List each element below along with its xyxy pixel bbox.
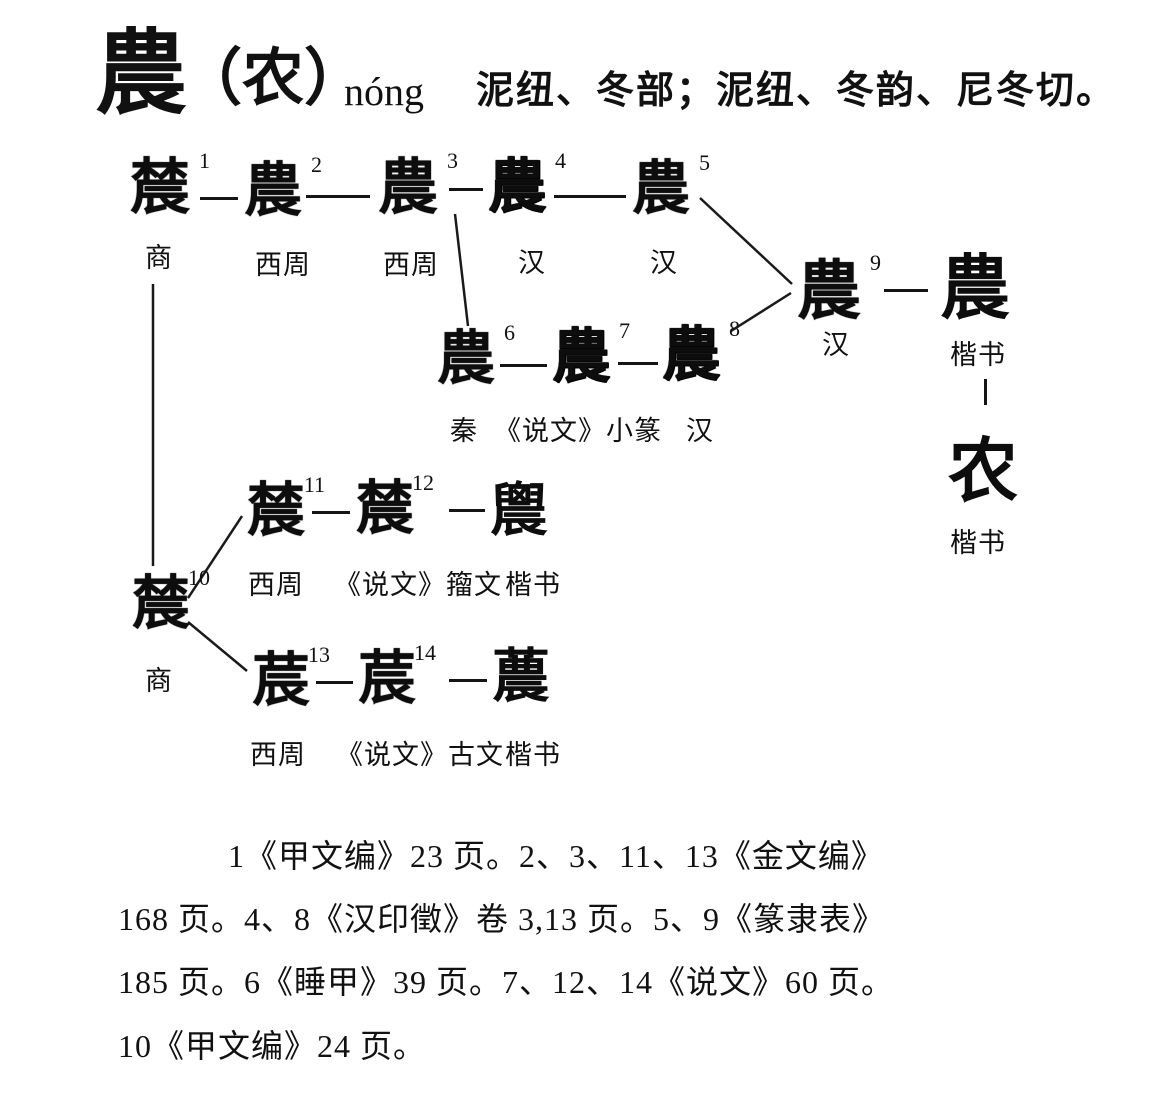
glyph-node-5: 農 5 (632, 152, 710, 221)
headword-character: 農 (95, 23, 188, 125)
connector-10-to-13 (187, 621, 248, 672)
connector-dash-vertical (984, 379, 987, 405)
glyph-node-7: 農 7 (552, 320, 630, 389)
glyph-node-1: 辳 1 (130, 150, 210, 221)
connector-dash (618, 362, 658, 365)
glyph-number: 6 (504, 320, 516, 345)
connector-5-to-9 (699, 197, 793, 285)
glyph-number: 2 (311, 152, 323, 177)
ancient-glyph: 莀 (252, 648, 311, 713)
ancient-glyph: 農 (552, 324, 611, 389)
glyph-node-4: 農 4 (488, 150, 566, 219)
headword-simplified-paren: （农） (180, 45, 367, 113)
era-label: 楷书 (505, 740, 561, 770)
kaishu-glyph: 䢉 (490, 478, 549, 543)
era-label: 楷书 (950, 528, 1006, 558)
era-label: 《说文》籀文 (334, 570, 502, 600)
ancient-glyph: 農 (632, 156, 691, 221)
reference-line-4: 10《甲文编》24 页。 (118, 1028, 427, 1064)
era-label: 西周 (383, 250, 439, 280)
connector-dash (306, 195, 370, 198)
glyph-node-10: 辳 10 (132, 567, 210, 636)
era-label: 西周 (250, 740, 306, 770)
glyph-node-6: 農 6 (437, 322, 515, 391)
glyph-number: 10 (188, 565, 211, 590)
glyph-node-13: 莀 13 (252, 644, 330, 713)
glyph-node-11: 辳 11 (247, 474, 325, 543)
ancient-glyph: 辳 (247, 478, 306, 543)
era-label: 秦 (450, 416, 478, 446)
glyph-node-kaishu-simplified: 农 (948, 438, 1018, 508)
era-label: 《说文》古文 (336, 740, 504, 770)
era-label: 商 (145, 243, 173, 273)
kaishu-glyph: 农 (948, 434, 1018, 511)
era-label: 《说文》小篆 (494, 416, 662, 446)
glyph-number: 14 (414, 640, 437, 665)
connector-dash (500, 364, 547, 367)
era-label: 商 (145, 666, 173, 696)
glyph-number: 11 (303, 472, 326, 497)
glyph-node-3: 農 3 (378, 150, 458, 221)
glyph-number: 12 (412, 470, 435, 495)
ancient-glyph: 莀 (358, 646, 417, 711)
glyph-node-9: 農 9 (797, 252, 881, 327)
connector-3-to-6 (453, 213, 470, 327)
glyph-number: 13 (308, 642, 331, 667)
connector-dash (884, 289, 928, 292)
era-label: 汉 (686, 416, 714, 446)
reference-line-2: 168 页。4、8《汉印徵》卷 3,13 页。5、9《篆隶表》 (118, 901, 886, 937)
era-label: 西周 (255, 250, 311, 280)
ancient-glyph: 農 (437, 326, 496, 391)
pinyin-reading: nóng (344, 69, 424, 114)
era-label: 汉 (518, 248, 546, 278)
glyph-number: 7 (619, 318, 631, 343)
era-label: 汉 (650, 248, 678, 278)
phonology-line: 泥纽、冬部；泥纽、冬韵、尼冬切。 (476, 70, 1117, 112)
kaishu-glyph: 農 (940, 251, 1010, 328)
connector-dash (554, 195, 626, 198)
connector-dash (449, 188, 483, 191)
era-label: 楷书 (505, 570, 561, 600)
ancient-glyph: 農 (378, 155, 438, 221)
ancient-glyph: 農 (488, 154, 547, 219)
glyph-node-2: 農 2 (244, 154, 322, 223)
glyph-node-kaishu-trad: 農 (940, 255, 1010, 325)
glyph-number: 9 (870, 250, 881, 275)
connector-dash (449, 679, 487, 682)
glyph-number: 3 (447, 148, 458, 173)
connector-dash (316, 681, 353, 684)
ancient-glyph: 農 (797, 256, 861, 327)
connector-dash (312, 511, 350, 514)
ancient-glyph: 農 (244, 158, 303, 223)
reference-line-3: 185 页。6《睡甲》39 页。7、12、14《说文》60 页。 (118, 964, 895, 1000)
ancient-glyph: 農 (662, 322, 721, 387)
ancient-glyph: 辳 (130, 155, 190, 221)
glyph-node-14: 莀 14 (358, 642, 436, 711)
era-label: 楷书 (950, 340, 1006, 370)
era-label: 西周 (248, 570, 304, 600)
glyph-node-8: 農 8 (662, 318, 740, 387)
glyph-node-12: 辳 12 (356, 472, 434, 541)
reference-line-1: 1《甲文编》23 页。2、3、11、13《金文编》 (228, 838, 884, 874)
glyph-number: 8 (729, 316, 741, 341)
ancient-glyph: 辳 (132, 571, 191, 636)
glyph-node-kaishu-row-c: 䢉 (490, 482, 548, 540)
kaishu-glyph: 蕽 (492, 644, 551, 709)
glyph-number: 1 (199, 148, 210, 173)
connector-dash (200, 197, 238, 200)
glyph-number: 4 (555, 148, 567, 173)
glyph-node-kaishu-row-d: 蕽 (492, 648, 550, 706)
glyph-number: 5 (699, 150, 711, 175)
connector-dash (449, 509, 485, 512)
era-label: 汉 (822, 330, 850, 360)
ancient-glyph: 辳 (356, 476, 415, 541)
